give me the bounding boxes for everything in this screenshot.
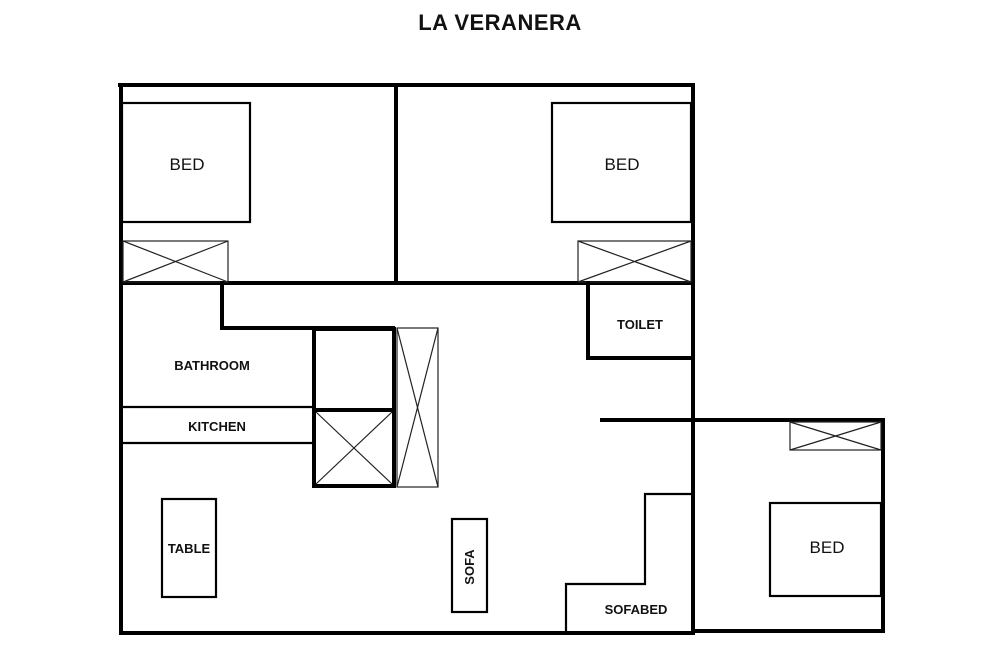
sofa-label: SOFA — [462, 549, 477, 585]
kitchen: KITCHEN — [122, 419, 312, 445]
bedroom-walls — [119, 83, 695, 285]
living-room: TABLE SOFA SOFABED — [160, 492, 691, 632]
plan-title: LA VERANERA — [418, 10, 582, 35]
bedroom-3: BED — [600, 418, 885, 633]
sofabed-label: SOFABED — [605, 602, 668, 617]
sofa — [450, 517, 489, 614]
bed — [768, 501, 883, 598]
bed-label: BED — [605, 155, 640, 174]
sofabed — [564, 492, 691, 632]
table — [160, 497, 218, 599]
bed — [550, 101, 693, 224]
wardrobe — [577, 240, 692, 283]
table-label: TABLE — [168, 541, 211, 556]
wardrobe — [122, 240, 229, 283]
bed — [120, 101, 252, 224]
toilet-label: TOILET — [617, 317, 663, 332]
hall-wardrobe — [396, 327, 439, 488]
bathroom-label: BATHROOM — [174, 358, 250, 373]
bathroom: BATHROOM — [122, 281, 395, 409]
central-closet — [312, 327, 396, 488]
bedroom-1: BED — [120, 101, 252, 283]
wardrobe — [789, 421, 882, 451]
kitchen-label: KITCHEN — [188, 419, 246, 434]
bedroom-2: BED — [550, 101, 693, 283]
bed-label: BED — [170, 155, 205, 174]
toilet-room: TOILET — [586, 281, 695, 360]
bed-label: BED — [810, 538, 845, 557]
